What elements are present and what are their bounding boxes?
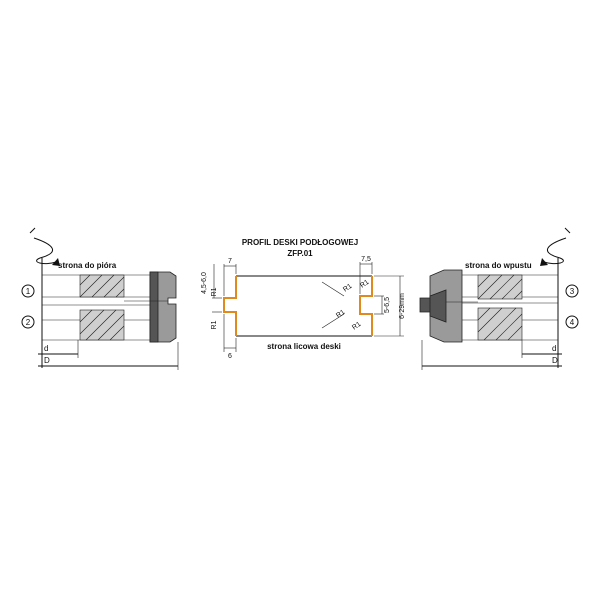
board-profile: PROFIL DESKI PODŁOGOWEJ ZFP.01 7 4,5-6,0… xyxy=(201,238,406,360)
dim-D-right: D xyxy=(552,356,558,365)
circle-label-1: 1 xyxy=(21,284,35,298)
circle-label-2: 2 xyxy=(21,315,35,329)
bottom-caption: strona licowa deski xyxy=(267,342,341,351)
svg-text:2: 2 xyxy=(26,318,31,327)
dim-right-top: 7,5 xyxy=(361,256,371,263)
radius-left-bottom: R1 xyxy=(211,320,218,329)
title-line-1: PROFIL DESKI PODŁOGOWEJ xyxy=(242,238,358,247)
radius-right-2: R1 xyxy=(359,279,370,290)
svg-text:1: 1 xyxy=(26,287,31,296)
radius-right-1: R1 xyxy=(342,283,353,294)
radius-right-4: R1 xyxy=(351,321,362,332)
radius-left-top: R1 xyxy=(211,287,218,296)
right-caption: strona do wpustu xyxy=(465,261,532,270)
dim-d-left: d xyxy=(44,344,48,353)
rotation-arrow-left-icon xyxy=(29,227,60,266)
svg-text:4: 4 xyxy=(570,318,575,327)
dim-d-right: d xyxy=(552,344,556,353)
circle-label-4: 4 xyxy=(565,315,579,329)
dim-left-side: 4,5-6,0 xyxy=(201,272,208,294)
left-caption: strona do pióra xyxy=(58,261,117,270)
svg-text:3: 3 xyxy=(570,287,575,296)
dim-right-side: 5-6,5 xyxy=(384,297,391,313)
dim-left-bottom: 6 xyxy=(228,353,232,360)
rotation-arrow-right-icon xyxy=(540,227,571,266)
dim-right-height: 6-29mm xyxy=(399,293,406,319)
dim-D-left: D xyxy=(44,356,50,365)
circle-label-3: 3 xyxy=(565,284,579,298)
radius-right-3: R1 xyxy=(335,309,346,320)
left-cutter-tool: 1 2 d D strona do pióra xyxy=(21,227,179,370)
title-line-2: ZFP.01 xyxy=(287,249,313,258)
dim-left-top: 7 xyxy=(228,258,232,265)
right-cutter-tool: 3 4 d D strona do wpustu xyxy=(419,227,579,370)
